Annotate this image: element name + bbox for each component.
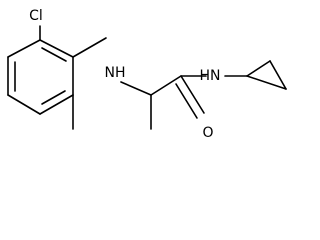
chemical-structure: Cl NH O HN	[7, 8, 287, 141]
double-bond-inner	[41, 90, 66, 105]
oxygen-label: O	[202, 125, 213, 141]
bond-alpha-carbonyl	[150, 75, 182, 96]
bond	[39, 94, 74, 115]
amine-nh-label: NH	[105, 65, 126, 81]
bond-nh-alpha-c	[120, 81, 152, 96]
bond-carbonyl-o-double	[175, 83, 198, 119]
chlorine-label: Cl	[29, 8, 43, 24]
double-bond-inner	[41, 47, 67, 62]
cyclopropyl-ring	[246, 60, 287, 90]
bond	[7, 39, 41, 58]
bond	[246, 75, 287, 90]
bond-ring-nh	[72, 37, 107, 58]
bond	[7, 94, 41, 115]
bond	[39, 39, 74, 58]
benzene-ring	[7, 39, 74, 115]
bond	[246, 60, 271, 77]
bond-carbonyl-o	[180, 75, 205, 114]
bond	[269, 60, 287, 90]
amide-nh-label: HN	[200, 68, 221, 84]
